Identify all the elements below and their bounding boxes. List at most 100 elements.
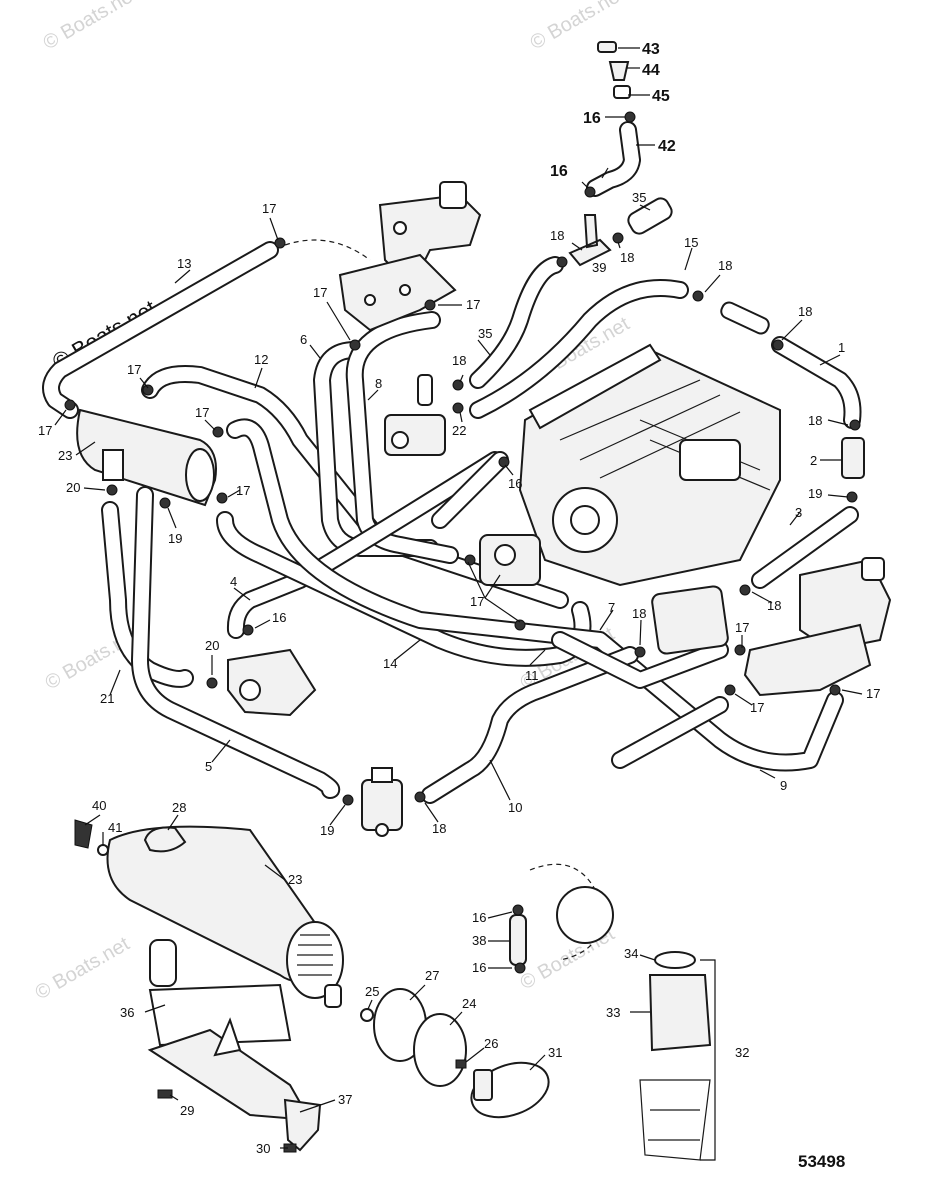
callout-16: 16 [472, 910, 486, 925]
callout-17: 17 [262, 201, 276, 216]
callout-39: 39 [592, 260, 606, 275]
callout-4: 4 [230, 574, 237, 589]
callout-17: 17 [470, 594, 484, 609]
clamp-17-b [349, 339, 361, 351]
callout-22: 22 [452, 423, 466, 438]
tee-fitting-39 [568, 214, 612, 267]
clamp-16-a [498, 456, 510, 468]
callout-19: 19 [808, 486, 822, 501]
clamp-17-j [734, 644, 746, 656]
clamp-20-b [206, 677, 218, 689]
callout-42: 42 [658, 138, 676, 155]
callout-14: 14 [383, 656, 397, 671]
components [76, 41, 892, 837]
clamp-19-b [159, 497, 171, 509]
callout-17: 17 [313, 285, 327, 300]
clamp-17-l [829, 684, 841, 696]
callout-34: 34 [624, 946, 638, 961]
clamp-17-h [464, 554, 476, 566]
clamp-18-e [849, 419, 861, 431]
bolt-29 [157, 1089, 173, 1099]
clamp-18-b [612, 232, 624, 244]
exhaust-manifold-right [743, 557, 892, 697]
callout-16: 16 [583, 110, 601, 127]
callout-17: 17 [466, 297, 480, 312]
callout-18: 18 [452, 353, 466, 368]
hoses [42, 121, 862, 804]
washer-41 [97, 844, 109, 856]
clamp-18-d [772, 339, 784, 351]
callout-19: 19 [168, 531, 182, 546]
clamp-18-i [414, 791, 426, 803]
clamp-17-g [216, 492, 228, 504]
cover-plate [651, 585, 729, 655]
leader-lines [54, 47, 863, 1149]
callout-16: 16 [272, 610, 286, 625]
callout-10: 10 [508, 800, 522, 815]
callout-19: 19 [320, 823, 334, 838]
callout-1: 1 [838, 340, 845, 355]
callout-5: 5 [205, 759, 212, 774]
callout-3: 3 [795, 505, 802, 520]
hose-38 [509, 914, 527, 966]
callout-8: 8 [375, 376, 382, 391]
callout-17: 17 [195, 405, 209, 420]
callout-17: 17 [750, 700, 764, 715]
lower-heat-exchanger-assembly [74, 819, 716, 1161]
callout-45: 45 [652, 88, 670, 105]
clamp-18-h [634, 646, 646, 658]
clamp-17-k [724, 684, 736, 696]
callout-23: 23 [58, 448, 72, 463]
background-pulley [556, 886, 614, 944]
callout-43: 43 [642, 41, 660, 58]
exhaust-manifold-upper [284, 181, 482, 332]
callout-16: 16 [472, 960, 486, 975]
callout-13: 13 [177, 256, 191, 271]
clamp-18-f [452, 379, 464, 391]
callout-41: 41 [108, 820, 122, 835]
end-cap-24 [413, 1013, 467, 1087]
bracket-arm [283, 1098, 322, 1152]
fitting-2 [841, 437, 865, 479]
callout-18: 18 [767, 598, 781, 613]
clamps [64, 111, 861, 974]
callout-18: 18 [620, 250, 634, 265]
callout-17: 17 [866, 686, 880, 701]
callout-17: 17 [735, 620, 749, 635]
clamp-16-f [514, 962, 526, 974]
clamp-18-g [739, 584, 751, 596]
callout-32: 32 [735, 1045, 749, 1060]
callout-36: 36 [120, 1005, 134, 1020]
clamp-17-c [424, 299, 436, 311]
callout-24: 24 [462, 996, 476, 1011]
callout-31: 31 [548, 1045, 562, 1060]
engine-block [518, 343, 781, 587]
callout-30: 30 [256, 1141, 270, 1156]
fill-cap-assembly [597, 41, 631, 99]
clamp-18-a [556, 256, 568, 268]
callout-7: 7 [608, 600, 615, 615]
clamp-17-i [514, 619, 526, 631]
callout-26: 26 [484, 1036, 498, 1051]
callout-29: 29 [180, 1103, 194, 1118]
callout-18: 18 [432, 821, 446, 836]
callout-18: 18 [798, 304, 812, 319]
callout-2: 2 [810, 453, 817, 468]
callout-16: 16 [550, 163, 568, 180]
callout-labels: 17 13 17 17 6 8 12 17 17 17 23 20 17 19 … [38, 41, 880, 1156]
callout-11: 11 [525, 668, 539, 683]
inlet-pipe [149, 939, 177, 987]
callout-6: 6 [300, 332, 307, 347]
callout-9: 9 [780, 778, 787, 793]
watermark-top-left: © Boats.net [40, 0, 142, 54]
callout-35: 35 [478, 326, 492, 341]
heat-exchanger-upper [76, 408, 217, 507]
callout-40: 40 [92, 798, 106, 813]
callout-20: 20 [205, 638, 219, 653]
callout-28: 28 [172, 800, 186, 815]
heat-exchanger-end-cap [286, 921, 344, 999]
callout-21: 21 [100, 691, 114, 706]
thermostat-housing [361, 767, 403, 837]
clamp-17-d [142, 384, 154, 396]
